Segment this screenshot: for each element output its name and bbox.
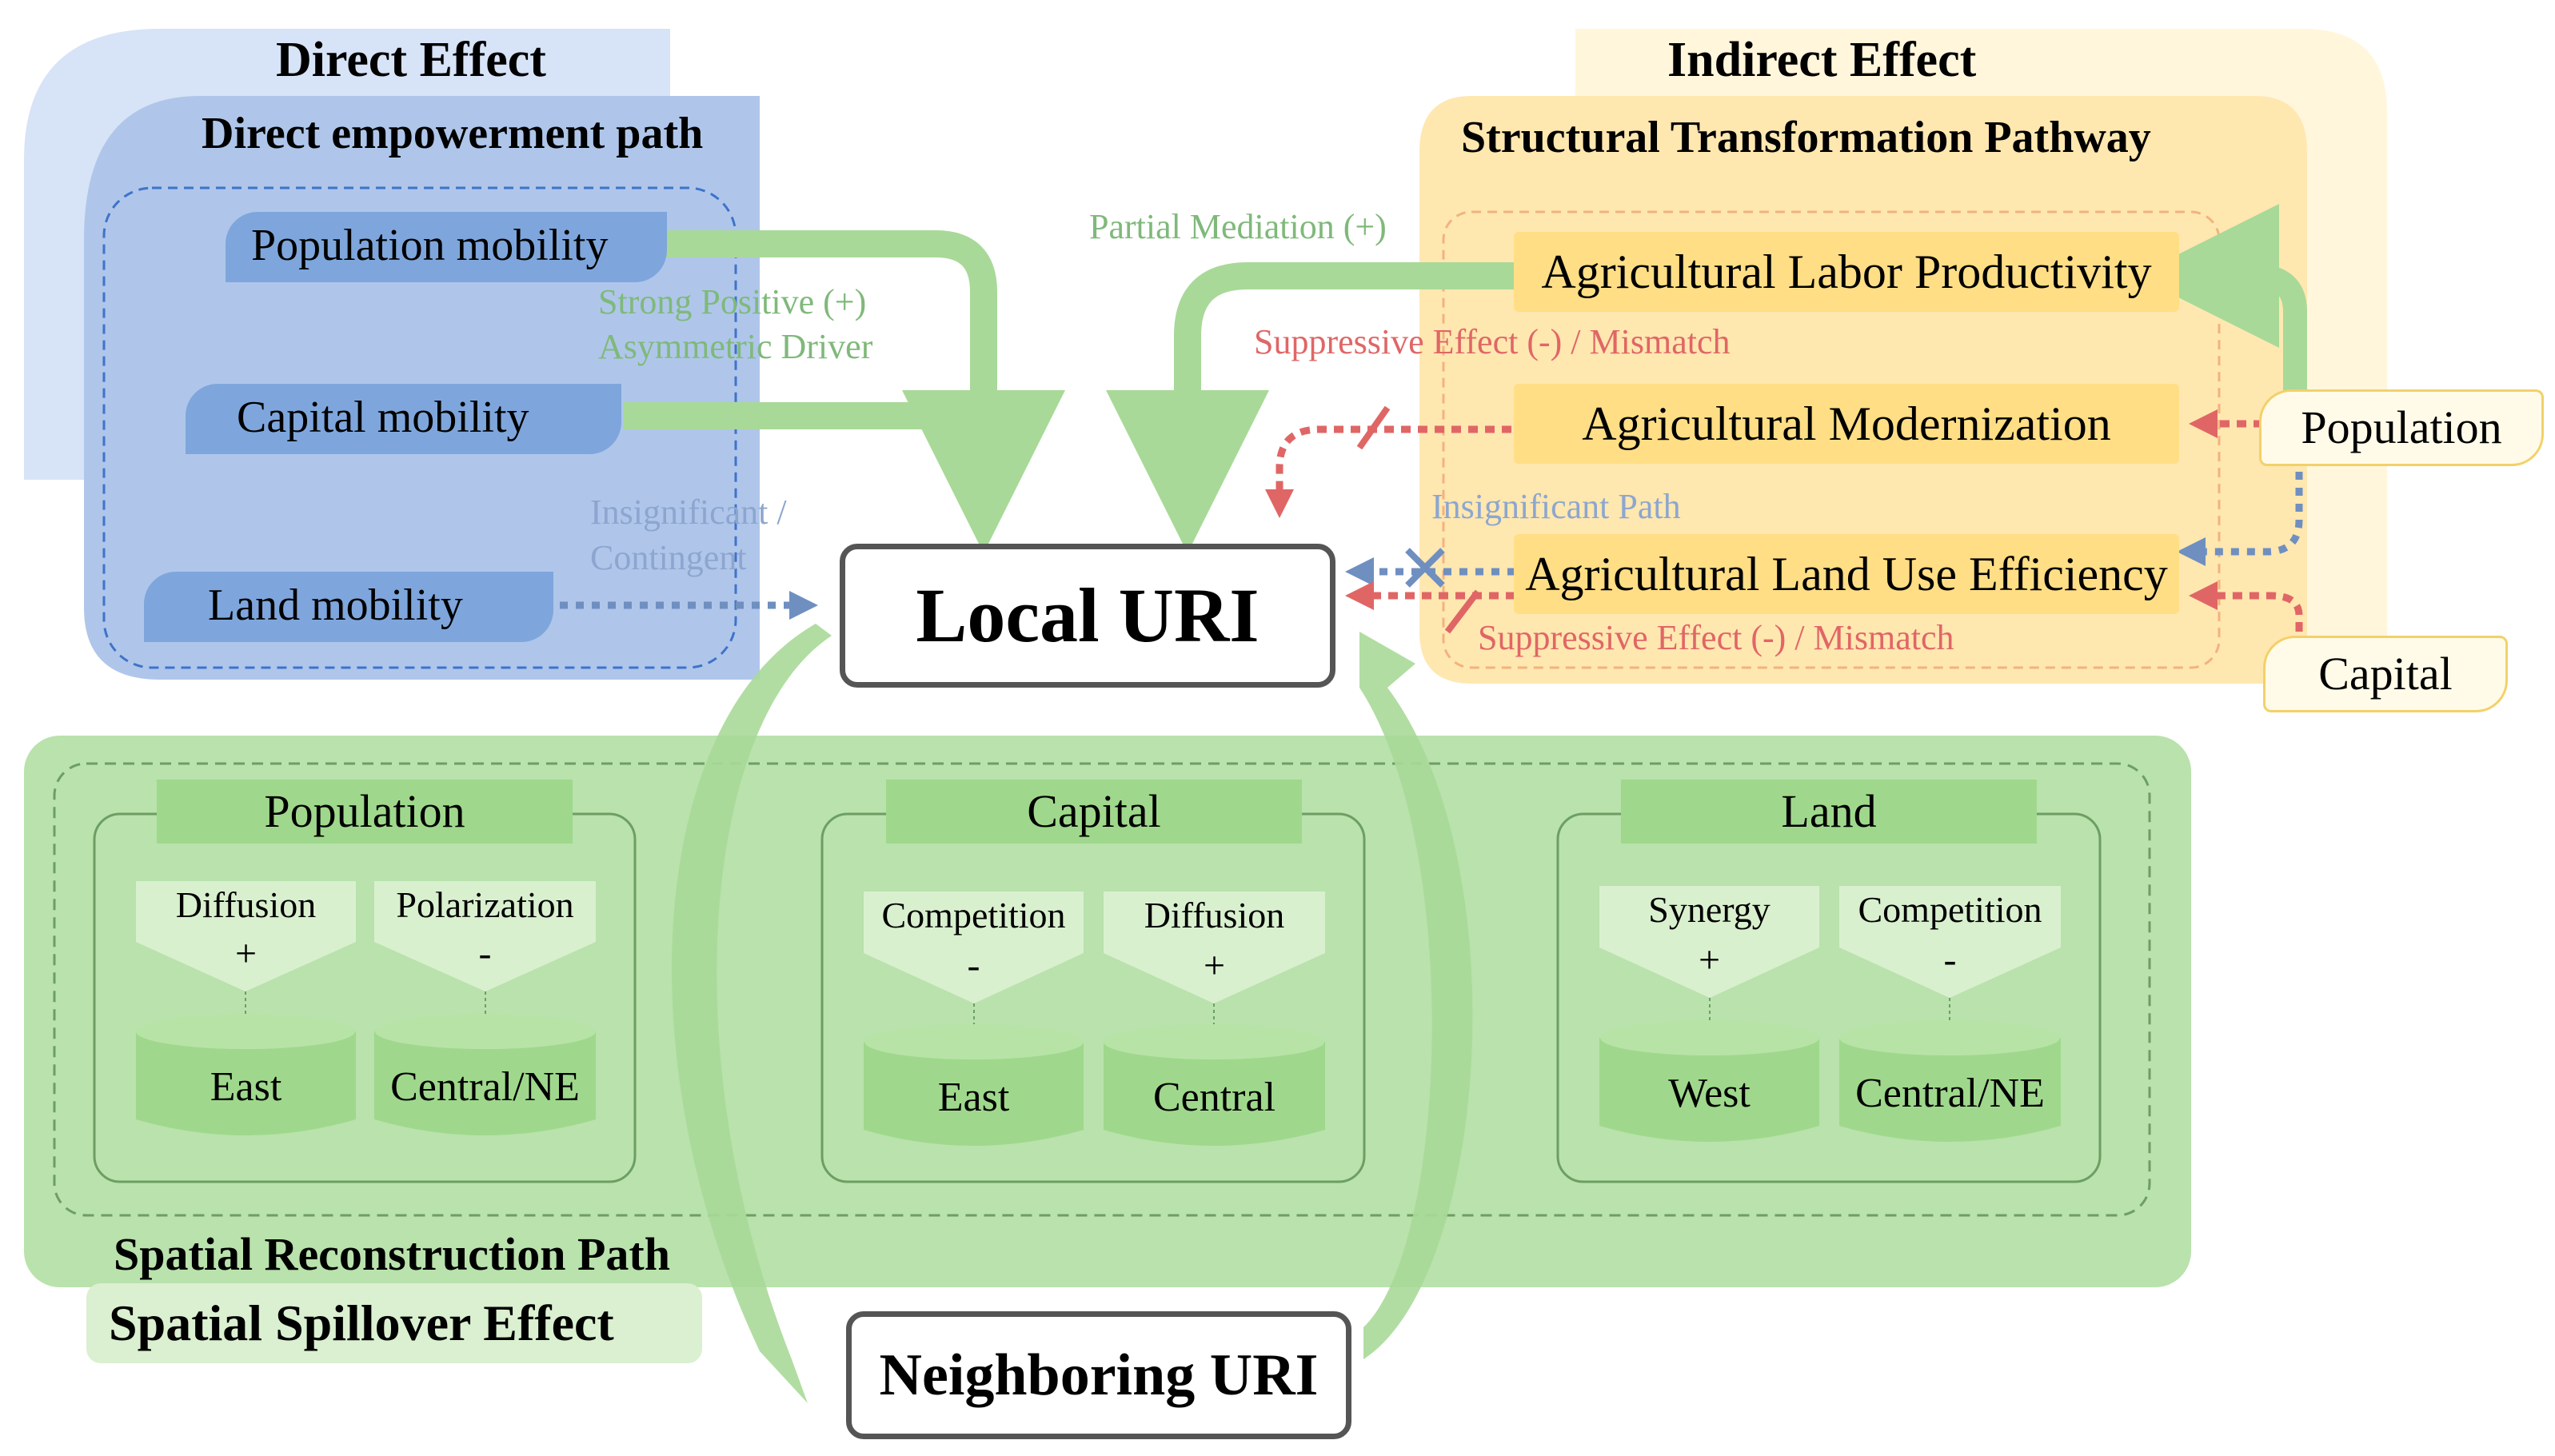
factor-population-mobility: Population mobility: [226, 212, 667, 282]
mini-land-synergy: [1599, 886, 1819, 1142]
region-label: Central/NE: [390, 1064, 580, 1110]
insignificant-cross-mark: [1405, 548, 1445, 588]
effect-sign: -: [478, 932, 492, 975]
mediator-label: Agricultural Land Use Efficiency: [1525, 548, 2168, 600]
mediator-land-use-efficiency: Agricultural Land Use Efficiency: [1514, 534, 2179, 614]
arrow-modernization-local: [1265, 425, 1511, 518]
group-name: Land: [1781, 785, 1877, 837]
asymmetric-driver-label: Asymmetric Driver: [598, 327, 873, 366]
arrow-population-efficiency: [2177, 472, 2303, 566]
group-header-population: Population: [157, 780, 573, 844]
contingent-label: Contingent: [590, 538, 747, 577]
direct-path-title: Direct empowerment path: [202, 109, 704, 158]
mini-population-diffusion: [136, 881, 356, 1135]
direct-effect-title: Direct Effect: [276, 33, 546, 87]
effect-sign: +: [1698, 939, 1721, 981]
effect-label: Competition: [1858, 889, 2042, 930]
spatial-effect-title: Spatial Spillover Effect: [109, 1294, 614, 1351]
input-capital: Capital: [2263, 636, 2508, 712]
group-header-land: Land: [1621, 780, 2037, 844]
region-label: West: [1668, 1071, 1751, 1116]
arrow-neighboring-to-local: [1359, 632, 1473, 1359]
input-label: Population: [2301, 401, 2502, 453]
neighboring-uri-label: Neighboring URI: [879, 1342, 1319, 1408]
strong-positive-label: Strong Positive (+): [598, 282, 867, 321]
input-population: Population: [2259, 389, 2544, 466]
effect-label: Competition: [881, 895, 1066, 935]
partial-mediation-label: Partial Mediation (+): [1089, 207, 1387, 246]
neighboring-uri-box: Neighboring URI: [846, 1311, 1351, 1439]
region-label: Central/NE: [1855, 1071, 2045, 1116]
effect-sign: +: [234, 932, 257, 975]
suppressive-slash-1: [1356, 405, 1391, 450]
effect-label: Polarization: [396, 884, 574, 925]
arrow-local-to-neighboring: [672, 624, 832, 1403]
mini-capital-competition: [864, 892, 1084, 1146]
arrow-capital-efficiency: [2189, 581, 2303, 632]
effect-sign: -: [1943, 939, 1957, 981]
mediator-label: Agricultural Labor Productivity: [1541, 245, 2152, 298]
effect-sign: +: [1203, 944, 1226, 987]
effect-label: Diffusion: [1144, 895, 1285, 935]
factor-label: Land mobility: [208, 580, 463, 630]
spatial-path-title: Spatial Reconstruction Path: [114, 1228, 670, 1280]
mini-land-competition: [1839, 886, 2061, 1142]
factor-land-mobility: Land mobility: [144, 572, 553, 642]
group-name: Capital: [1027, 785, 1161, 837]
mediator-labor-productivity: Agricultural Labor Productivity: [1514, 232, 2179, 312]
factor-capital-mobility: Capital mobility: [186, 384, 621, 454]
spatial-inner-dashed: [53, 762, 2151, 1217]
region-label: East: [210, 1064, 282, 1110]
region-label: East: [937, 1075, 1010, 1120]
mini-population-polarization: [374, 881, 596, 1135]
input-label: Capital: [2318, 648, 2453, 700]
mediator-modernization: Agricultural Modernization: [1514, 384, 2179, 464]
effect-sign: -: [967, 944, 980, 987]
local-uri-label: Local URI: [916, 572, 1260, 658]
arrow-population-productivity: [2135, 204, 2307, 400]
group-name: Population: [264, 785, 465, 837]
effect-label: Synergy: [1648, 889, 1771, 930]
insignificant-label: Insignificant /: [590, 493, 787, 532]
mediator-label: Agricultural Modernization: [1582, 397, 2111, 450]
local-uri-box: Local URI: [840, 544, 1335, 688]
arrow-population-local: [664, 230, 1065, 553]
indirect-effect-title: Indirect Effect: [1667, 33, 1977, 87]
group-header-capital: Capital: [886, 780, 1302, 844]
indirect-path-title: Structural Transformation Pathway: [1461, 113, 2151, 162]
suppressive-label-1: Suppressive Effect (-) / Mismatch: [1254, 322, 1731, 361]
factor-label: Population mobility: [251, 221, 609, 270]
arrow-productivity-local: [1106, 262, 1515, 553]
spillover-label-bg: [86, 1283, 702, 1363]
insignificant-path-label: Insignificant Path: [1431, 487, 1681, 526]
mini-capital-diffusion: [1104, 892, 1325, 1146]
suppressive-slash-2: [1444, 589, 1481, 634]
factor-label: Capital mobility: [237, 393, 529, 442]
effect-label: Diffusion: [175, 884, 317, 925]
spatial-panel: [24, 736, 2191, 1287]
region-label: Central: [1152, 1075, 1276, 1120]
indirect-inner-dashed: [1442, 210, 2221, 669]
suppressive-label-2: Suppressive Effect (-) / Mismatch: [1478, 618, 1954, 657]
